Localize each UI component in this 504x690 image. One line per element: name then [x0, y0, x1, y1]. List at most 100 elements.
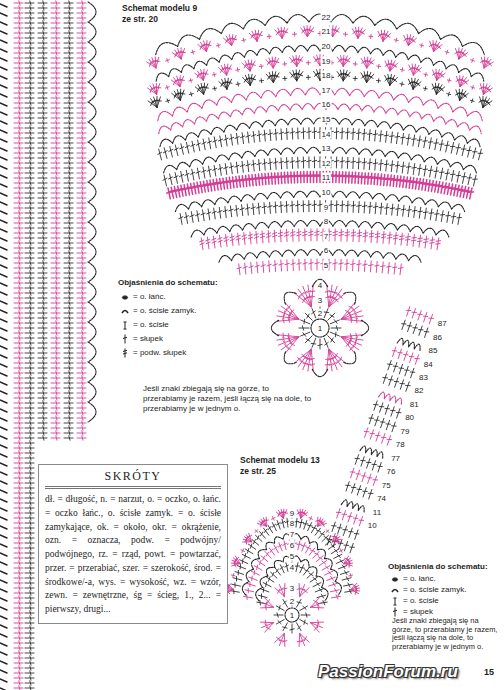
row-number: 74 [376, 494, 387, 503]
chain-symbol [392, 578, 397, 581]
row-number: 21 [321, 27, 332, 36]
row-number: 11 [321, 173, 331, 182]
legend-entry: = o. ścisłe [390, 596, 439, 606]
legend-entry: = o. ścisłe zamyk. [120, 306, 196, 316]
row-number: 85 [427, 346, 438, 355]
slip-stitch-symbol [392, 590, 398, 593]
stitch-symbol-mark [392, 590, 398, 593]
stitch-symbol [120, 320, 130, 330]
stitch-marks [14, 1, 493, 690]
stitch-symbol [120, 348, 130, 358]
legend-text: = o. ścisłe [403, 596, 439, 605]
chain-symbol [122, 296, 127, 299]
row-number: 75 [381, 480, 392, 489]
row-number: 5 [323, 261, 329, 270]
row-number: 79 [399, 426, 410, 435]
row-number: 76 [386, 467, 397, 476]
row-number: 2 [289, 597, 295, 606]
row-number: 3 [317, 296, 323, 305]
stitch-symbol-mark [122, 311, 128, 314]
row-number: 13 [321, 144, 332, 153]
stitch-symbol-mark [123, 349, 127, 358]
row-number: 15 [321, 115, 332, 124]
legend-entry: = słupek [120, 334, 163, 344]
legend-entry: = o. łańc. [390, 574, 436, 584]
legend-text: = słupek [133, 334, 163, 343]
stitch-marks [0, 4, 7, 690]
legend-text: = o. łańc. [403, 574, 436, 583]
row-number: 19 [321, 56, 332, 65]
abbreviation-box: SKRÓTYdł. = długość, n. = narzut, o. = o… [38, 464, 228, 624]
stitch-symbol-mark [123, 335, 127, 344]
legend-entry: = o. ścisłe zamyk. [390, 585, 466, 595]
stitch-symbol [120, 306, 130, 316]
slip-stitch-symbol [122, 311, 128, 314]
legend-text: = o. ścisłe [133, 320, 169, 329]
chart-page-ref: ze str. 25 [240, 467, 276, 477]
chart-title: Schemat modelu 9 [122, 4, 197, 14]
row-number: 2 [317, 309, 323, 318]
double-crochet-symbol [123, 335, 127, 344]
legend-heading: Objaśnienia do schematu: [118, 278, 218, 287]
row-number: 6 [289, 540, 295, 549]
row-number: 4 [289, 562, 295, 571]
legend-heading: Objaśnienia do schematu: [388, 562, 488, 571]
row-number: 22 [321, 12, 332, 21]
chart-page-ref: ze str. 20 [122, 15, 158, 25]
legend-text: = o. ścisłe zamyk. [133, 306, 196, 315]
stitch-symbol [120, 334, 130, 344]
page-number: 15 [484, 667, 494, 677]
stitch-symbol [390, 585, 400, 595]
treble-crochet-symbol [123, 349, 127, 358]
row-number: 84 [423, 359, 434, 368]
row-number: 1 [317, 324, 323, 333]
row-number: 10 [367, 521, 378, 530]
row-number: 7 [323, 231, 329, 240]
stitch-symbol [390, 596, 400, 606]
stitch-symbol-mark [122, 296, 127, 299]
row-number: 78 [395, 440, 406, 449]
row-number: 1 [289, 611, 295, 620]
stitch-symbol-mark [124, 322, 127, 329]
legend-entry: = o. ścisłe [120, 320, 169, 330]
stitch-marks [158, 88, 482, 405]
stitch-marks [167, 171, 474, 198]
row-number: 16 [321, 100, 332, 109]
watermark: PassionForum.ru [318, 662, 458, 682]
stitch-symbol [390, 574, 400, 584]
single-crochet-symbol [394, 598, 397, 605]
row-number: 8 [289, 518, 295, 527]
stitch-marks [25, 1, 492, 690]
row-number: 80 [404, 413, 415, 422]
row-number: 14 [321, 129, 332, 138]
row-number: 17 [321, 85, 332, 94]
legend-text: = słupek [403, 607, 433, 616]
legend-text: = o. ścisłe zamyk. [403, 585, 466, 594]
stitch-symbol-mark [392, 578, 397, 581]
row-number: 3 [289, 584, 295, 593]
row-number: 18 [321, 71, 332, 80]
row-number: 11 [372, 507, 382, 516]
stitch-symbol [390, 607, 400, 617]
row-number: 81 [409, 399, 420, 408]
stitch-symbol-mark [394, 598, 397, 605]
chart-title: Schemat modelu 13 [240, 456, 320, 466]
row-number: 4 [317, 281, 323, 290]
row-number: 77 [390, 453, 401, 462]
stitch-symbol [120, 292, 130, 302]
legend-note: Jeśli znaki zbiegają się na górze, to pr… [392, 617, 500, 651]
row-number: 83 [418, 372, 429, 381]
legend-entry: = słupek [390, 607, 433, 617]
legend-text: = o. łańc. [133, 292, 166, 301]
single-crochet-symbol [124, 322, 127, 329]
row-number: 9 [323, 202, 329, 211]
row-number: 20 [321, 42, 332, 51]
abbreviation-list: dł. = długość, n. = narzut, o. = oczko, … [45, 493, 221, 617]
row-number: 86 [432, 332, 443, 341]
row-number: 82 [413, 386, 424, 395]
row-number: 12 [321, 158, 332, 167]
row-number: 87 [437, 319, 448, 328]
legend-text: = podw. słupek [133, 348, 186, 357]
legend-note: Jeśli znaki zbiegają się na górze, to pr… [143, 384, 315, 414]
row-number: 8 [323, 217, 329, 226]
